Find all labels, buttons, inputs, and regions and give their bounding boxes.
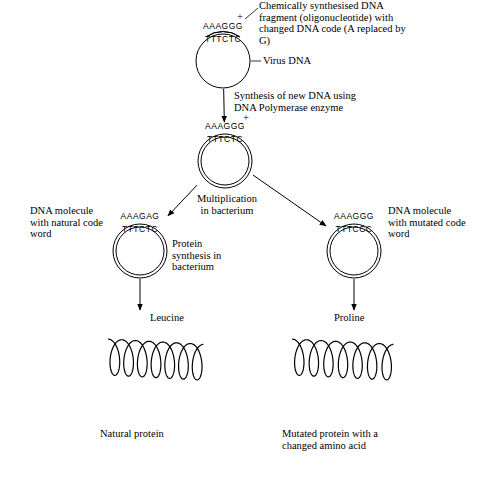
dna-strand: [330, 227, 378, 275]
mismatch-mark: +: [243, 112, 253, 124]
process-arrow: [140, 279, 141, 310]
protein-label: Natural protein: [100, 428, 210, 440]
leader-line: [251, 61, 261, 62]
circle-outline: [112, 212, 168, 279]
plasmid-circle: AAAGGG TTTCCC: [326, 212, 382, 279]
dna-strand: [201, 137, 249, 185]
dna-strand: [196, 34, 250, 88]
sequence-text: AAAGGG: [326, 212, 382, 221]
edge-group: [140, 89, 354, 310]
sequence-text: AAAGGG: [195, 22, 251, 31]
sequence-text: TTTCTC: [112, 225, 168, 234]
callout-text: Virus DNA: [263, 55, 333, 67]
process-arrow: [354, 279, 355, 310]
step-label: Protein synthesis in bacterium: [172, 238, 234, 273]
helix-coil: [292, 339, 393, 380]
helix-outline: [65, 310, 215, 445]
amino-acid-label: Leucine: [150, 312, 210, 324]
circle-outline: [197, 122, 253, 189]
plasmid-circle: AAAGGG TTTCTC: [195, 22, 251, 89]
process-arrow: [253, 175, 326, 226]
sequence-text: TTTCTC: [197, 135, 253, 144]
protein-helix: ProlineMutated protein with a changed am…: [274, 310, 434, 460]
protein-label: Mutated protein with a changed amino aci…: [282, 428, 397, 451]
dna-strand: [327, 224, 381, 278]
process-arrow: [223, 89, 225, 122]
leader-line: [245, 8, 258, 19]
molecule-label: DNA molecule with natural code word: [30, 205, 110, 240]
circle-outline: [195, 22, 251, 89]
molecule-label: DNA molecule with mutated code word: [388, 205, 468, 240]
sequence-text: TTTCTC: [195, 35, 251, 44]
plasmid-circle: AAAGGG TTTCTC: [197, 122, 253, 189]
dna-strand: [116, 227, 164, 275]
circle-outline: [326, 212, 382, 279]
dna-strand: [198, 134, 252, 188]
sequence-text: AAAGGG: [197, 122, 253, 131]
sequence-text: AAAGAG: [112, 212, 168, 221]
process-arrow: [168, 185, 197, 216]
dna-strand: [113, 224, 167, 278]
amino-acid-label: Proline: [334, 312, 394, 324]
step-label: Multiplication in bacterium: [196, 193, 258, 216]
plasmid-circle: AAAGAG TTTCTC: [112, 212, 168, 279]
mismatch-mark: +: [237, 11, 247, 23]
helix-coil: [108, 339, 203, 380]
callout-text: Chemically synthesised DNA fragment (oli…: [259, 0, 419, 46]
protein-helix: LeucineNatural protein: [65, 310, 215, 445]
edge-label: Synthesis of new DNA using DNA Polymeras…: [234, 90, 366, 113]
sequence-text: TTTCCC: [326, 225, 382, 234]
